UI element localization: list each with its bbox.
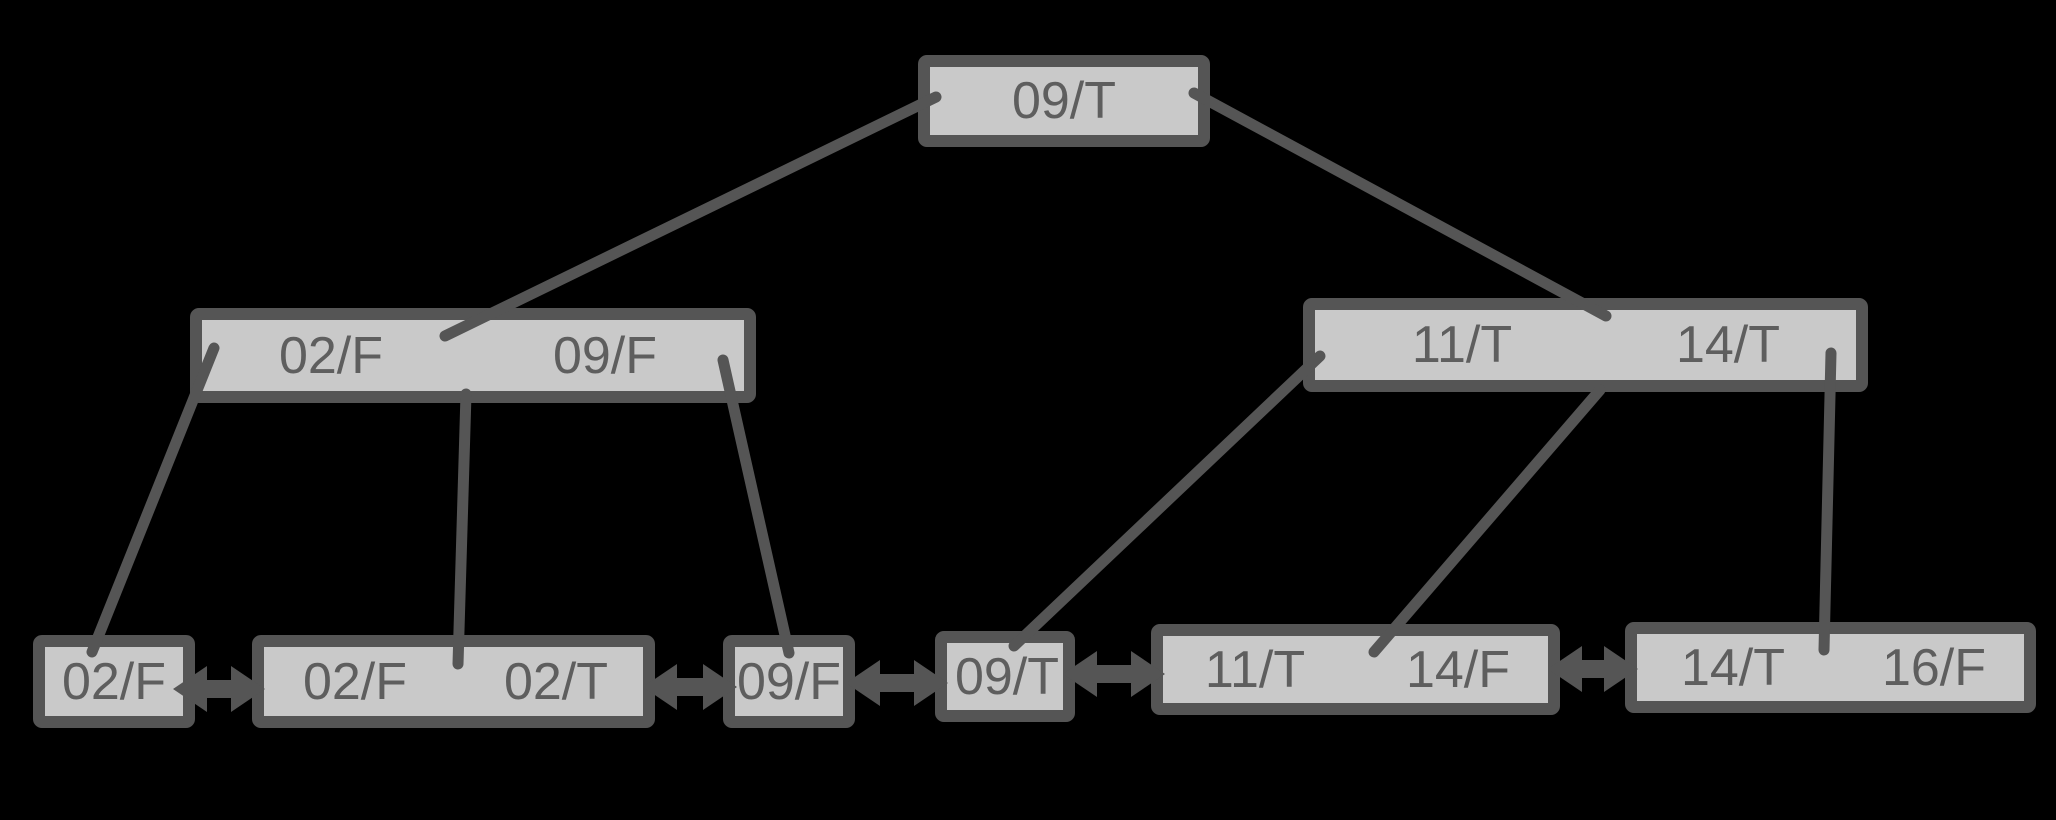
edge-internal-left-to-leaf-3 <box>717 354 795 659</box>
node-leaf-4: 09/T <box>935 631 1075 722</box>
node-internal-left-box <box>190 308 756 403</box>
sibling-arrow-leaf5-leaf6 <box>1548 646 1638 692</box>
node-key-label: 16/F <box>1882 639 1986 697</box>
node-key-label: 09/T <box>1012 72 1116 130</box>
edge-internal-left-to-leaf-2 <box>452 388 472 670</box>
edge-root-to-internal-left <box>439 91 942 342</box>
node-key-label: 09/T <box>955 648 1059 706</box>
edge-internal-right-to-leaf-4 <box>1008 350 1326 652</box>
sibling-arrow-leaf1-leaf2 <box>173 666 265 712</box>
node-key-label: 14/F <box>1406 641 1510 699</box>
sibling-arrow-leaf4-leaf5 <box>1063 651 1165 697</box>
node-internal-right: 11/T 14/T <box>1303 298 1868 392</box>
node-key-label: 09/F <box>737 653 841 711</box>
node-leaf-6: 14/T 16/F <box>1625 622 2036 713</box>
node-key-label: 02/F <box>279 327 383 385</box>
node-key-label: 14/T <box>1681 639 1785 697</box>
node-key-label: 02/F <box>62 653 166 711</box>
edge-root-to-internal-right <box>1188 87 1612 322</box>
node-internal-left: 02/F 09/F <box>190 308 756 403</box>
node-key-label: 11/T <box>1412 316 1512 374</box>
edge-internal-right-to-leaf-5 <box>1368 384 1606 658</box>
node-leaf-1: 02/F <box>33 635 195 728</box>
node-leaf-5: 11/T 14/F <box>1151 624 1560 715</box>
edge-internal-left-to-leaf-1 <box>86 342 220 658</box>
edge-internal-right-to-leaf-6 <box>1818 347 1837 656</box>
node-key-label: 09/F <box>553 327 657 385</box>
node-key-label: 14/T <box>1676 316 1780 374</box>
node-key-label: 02/T <box>504 653 608 711</box>
sibling-arrow-leaf2-leaf3 <box>643 664 737 710</box>
node-root: 09/T <box>918 55 1210 147</box>
sibling-arrow-leaf3-leaf4 <box>846 660 948 706</box>
node-key-label: 02/F <box>303 653 407 711</box>
node-leaf-2: 02/F 02/T <box>252 635 655 728</box>
node-key-label: 11/T <box>1205 641 1305 699</box>
